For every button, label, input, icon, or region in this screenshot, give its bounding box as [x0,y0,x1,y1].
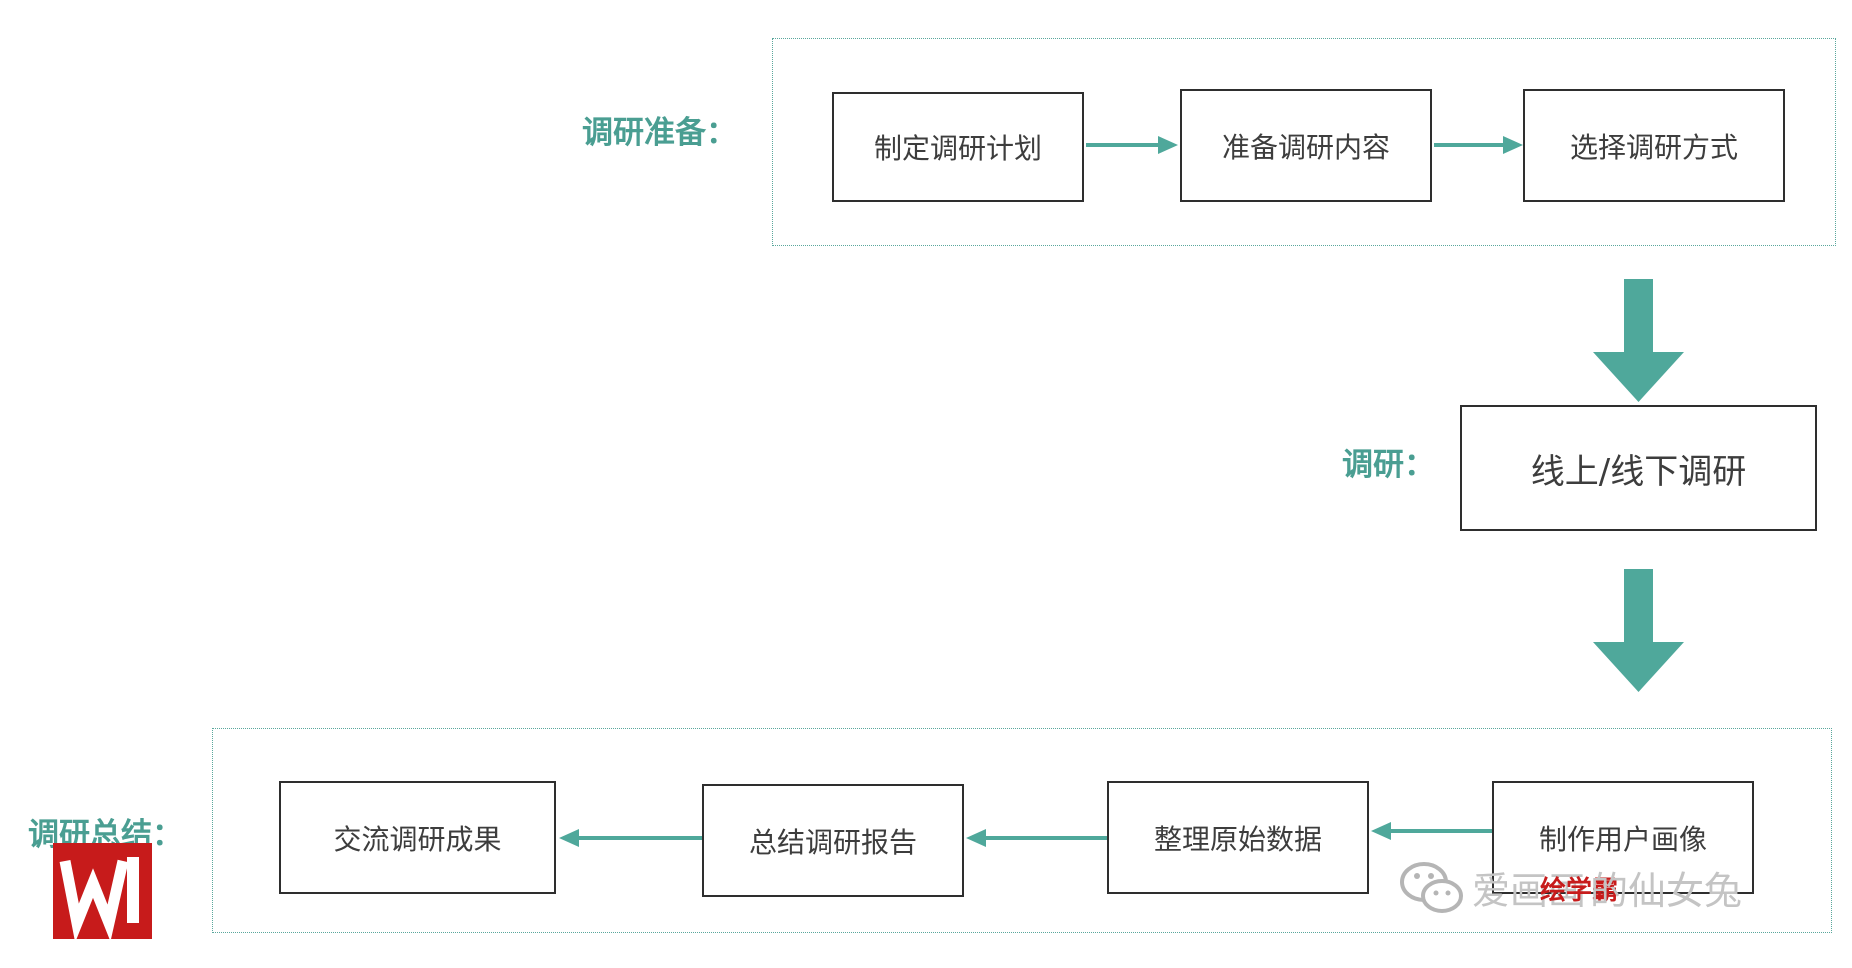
arrow-content-to-method [1434,136,1523,154]
step-share-results: 交流调研成果 [279,781,556,894]
arrow-down-to-research [1593,279,1684,402]
summary-group-frame [212,728,1832,933]
step-prepare-content: 准备调研内容 [1180,89,1432,202]
step-user-persona: 制作用户画像 [1492,781,1754,894]
step-summary-report: 总结调研报告 [702,784,964,897]
w-logo-icon [53,843,152,943]
watermark-stamp: 绘学霸 [1540,876,1619,906]
arrow-report-to-share [559,829,702,847]
watermark-text-post: 的仙女兔 [1590,869,1743,913]
prep-section-label: 调研准备： [582,115,737,151]
prep-group-frame [772,38,1836,246]
step-make-plan: 制定调研计划 [832,92,1084,202]
research-section-label: 调研： [1342,447,1435,483]
step-online-offline-research: 线上/线下调研 [1460,405,1817,531]
arrow-persona-to-data [1371,822,1492,840]
step-organize-raw-data: 整理原始数据 [1107,781,1369,894]
arrow-data-to-report [966,829,1107,847]
arrow-down-to-summary [1593,569,1684,692]
step-choose-method: 选择调研方式 [1523,89,1785,202]
arrow-plan-to-content [1086,136,1178,154]
watermark-text-pre: 爱画画 [1472,869,1587,913]
wechat-icon [1398,858,1466,922]
